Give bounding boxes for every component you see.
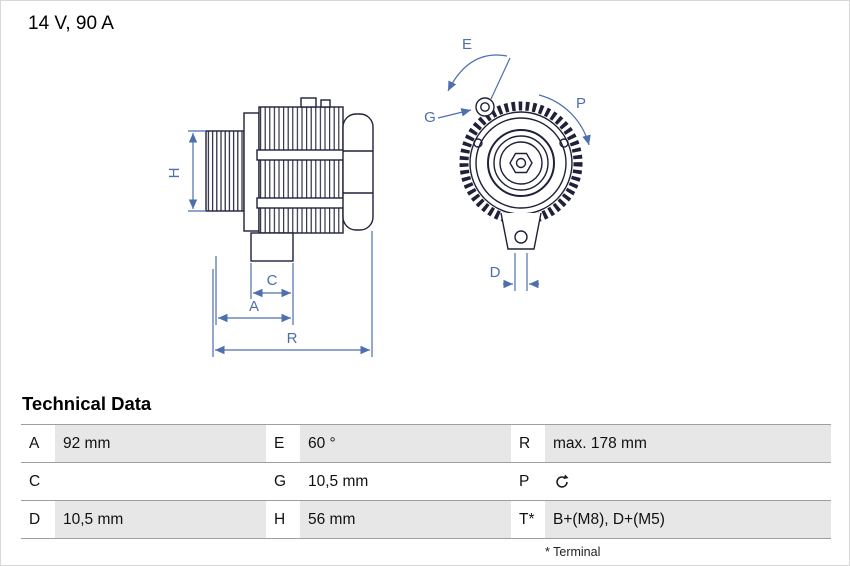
dim-key: G: [266, 463, 300, 500]
rotation-direction-cell: [545, 463, 831, 500]
pulley-front: [487, 129, 555, 197]
dim-label-a: A: [249, 298, 259, 315]
dimension-labels: H C A R E G P D: [166, 36, 586, 347]
dim-value: 10,5 mm: [308, 472, 369, 490]
housing-band-lower: [256, 197, 346, 209]
shaft-hex-nut: [509, 152, 533, 174]
dim-key: A: [21, 425, 55, 462]
table-cell-r: R max. 178 mm: [511, 425, 831, 462]
dim-value: 10,5 mm: [55, 501, 266, 538]
alternator-side-view: [205, 97, 374, 262]
dim-label-h: H: [166, 168, 183, 179]
section-title: Technical Data: [22, 393, 152, 414]
housing-fins: [258, 106, 344, 234]
dim-label-p: P: [576, 95, 586, 112]
terminal-stud-small: [320, 99, 331, 108]
technical-data-table: A 92 mm E 60 ° R max. 178 mm C G: [21, 424, 831, 539]
bottom-lug-hole: [514, 230, 528, 244]
terminal-footnote: * Terminal: [545, 545, 601, 559]
cooling-fin-ring: [459, 101, 583, 225]
dim-value: 60 °: [300, 425, 511, 462]
dim-label-g: G: [424, 109, 436, 126]
electrical-rating: 14 V, 90 A: [28, 13, 114, 34]
dim-label-d: D: [490, 264, 501, 281]
dim-value: [55, 463, 266, 500]
dim-key: T*: [511, 501, 545, 538]
dim-label-r: R: [287, 330, 298, 347]
table-row: C G 10,5 mm P: [21, 462, 831, 500]
front-bracket: [243, 112, 260, 232]
alternator-front-view: [459, 97, 583, 250]
top-mounting-ear: [475, 97, 495, 117]
housing-bolt: [473, 138, 483, 148]
technical-data-section: Technical Data A 92 mm E 60 ° R max. 178…: [1, 391, 849, 559]
rear-end-cap: [342, 113, 374, 231]
table-cell-a: A 92 mm: [21, 425, 266, 462]
table-cell-p: P: [511, 463, 831, 500]
dim-key: R: [511, 425, 545, 462]
housing-band-upper: [256, 149, 346, 161]
table-cell-t: T* B+(M8), D+(M5): [511, 501, 831, 538]
table-cell-e: E 60 °: [266, 425, 511, 462]
table-cell-c: C: [21, 463, 266, 500]
terminal-stud: [300, 97, 317, 108]
housing-bolt: [559, 138, 569, 148]
dim-value: 92 mm: [55, 425, 266, 462]
dim-key: D: [21, 501, 55, 538]
dimension-annotations: [188, 54, 591, 357]
dim-value: 56 mm: [300, 501, 511, 538]
dim-label-c: C: [267, 272, 278, 289]
dim-key: E: [266, 425, 300, 462]
table-row: A 92 mm E 60 ° R max. 178 mm: [21, 424, 831, 462]
dim-key: C: [21, 463, 55, 500]
table-row: D 10,5 mm H 56 mm T* B+(M8), D+(M5): [21, 500, 831, 539]
alternator-technical-drawing: H C A R E G P D: [166, 36, 591, 357]
rotation-direction-icon: [556, 473, 569, 488]
table-cell-h: H 56 mm: [266, 501, 511, 538]
dim-value: max. 178 mm: [545, 425, 831, 462]
table-cell-g: G 10,5 mm: [266, 463, 511, 500]
mounting-lug-side: [250, 232, 294, 262]
pulley-side: [205, 130, 245, 212]
dim-value: B+(M8), D+(M5): [545, 501, 831, 538]
dim-key: P: [511, 463, 545, 500]
dim-key: H: [266, 501, 300, 538]
dim-label-e: E: [462, 36, 472, 53]
table-cell-d: D 10,5 mm: [21, 501, 266, 538]
